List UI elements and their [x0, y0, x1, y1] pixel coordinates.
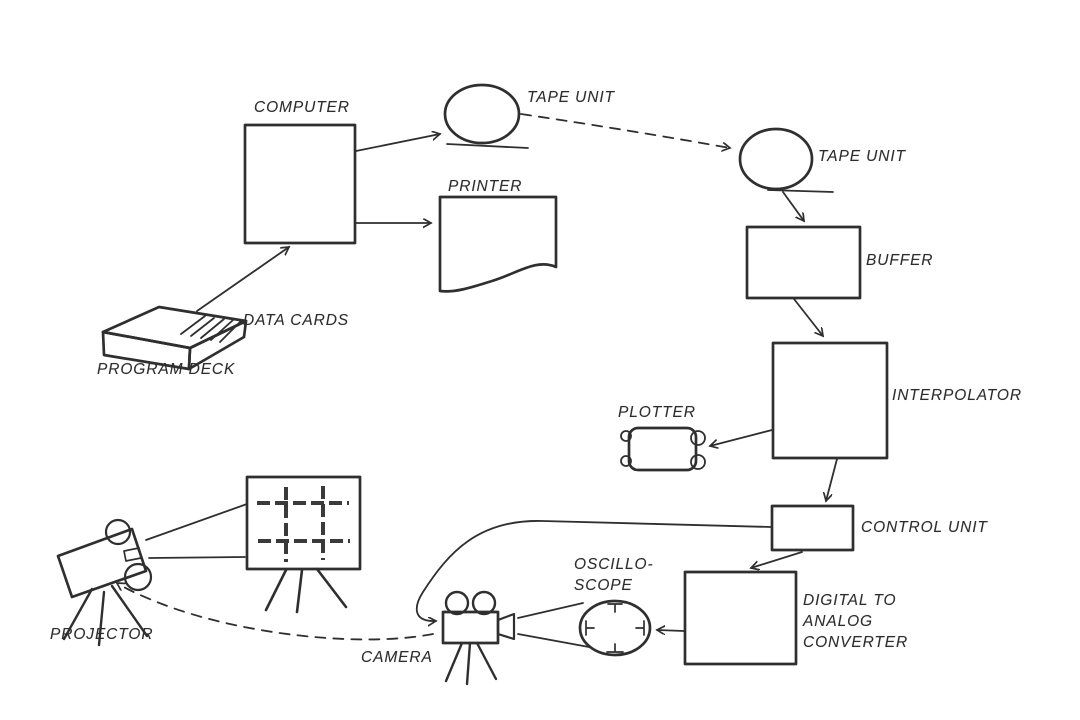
- projector-label: PROJECTOR: [50, 626, 154, 643]
- interpolator-label: INTERPOLATOR: [892, 387, 1022, 404]
- arrow-computer-to-tape1: [355, 134, 440, 152]
- arrow-interpolator-to-plotter: [710, 429, 773, 446]
- camera-lens: [496, 612, 516, 641]
- program-deck-label: PROGRAM DECK: [97, 361, 236, 378]
- easel-legs: [264, 567, 348, 614]
- printer-label: PRINTER: [448, 178, 523, 195]
- oscilloscope-label-line2: SCOPE: [574, 577, 633, 594]
- projector-symbol: [56, 518, 153, 647]
- arrow-tape2-to-buffer: [782, 191, 804, 221]
- cable-control-to-camera: [415, 520, 772, 621]
- dac-box: [683, 570, 798, 666]
- plotter-label: PLOTTER: [618, 404, 696, 421]
- computer-label: COMPUTER: [254, 99, 350, 116]
- oscilloscope-symbol: [578, 599, 652, 657]
- tape-unit-2-label: TAPE UNIT: [818, 148, 906, 165]
- plotter-symbol: [620, 426, 706, 472]
- camera-label: CAMERA: [361, 649, 433, 666]
- projection-beam-lower: [148, 556, 246, 559]
- printer-symbol: [438, 195, 558, 293]
- oscilloscope-label-line1: OSCILLO-: [574, 556, 654, 573]
- crt-calibration-marks: [585, 603, 645, 653]
- projector-reel-bottom: [123, 562, 153, 592]
- camera-sightline-upper: [517, 602, 584, 619]
- arrow-tape1-to-tape2-dashed: [520, 113, 730, 148]
- dac-label-line2: ANALOG: [803, 613, 874, 630]
- screen-grid-pattern: [257, 486, 350, 562]
- projector-tripod: [62, 584, 149, 647]
- camera-tripod: [444, 641, 498, 686]
- control-unit-label: CONTROL UNIT: [861, 519, 988, 536]
- camera-reel-left: [444, 590, 470, 616]
- film-path-camera-to-projector-dashed: [117, 583, 434, 641]
- computer-box: [243, 123, 357, 245]
- projection-beam-upper: [145, 503, 248, 541]
- dac-label-line3: CONVERTER: [803, 634, 909, 651]
- card-edge-stripes: [180, 315, 242, 343]
- program-deck-symbol: [101, 305, 248, 371]
- arrow-deck-to-computer: [196, 247, 289, 312]
- data-cards-label: DATA CARDS: [243, 312, 350, 329]
- tape-unit-2-symbol: [738, 127, 834, 193]
- oscilloscope-label: OSCILLO- SCOPE: [574, 554, 654, 596]
- arrow-control-to-dac: [751, 551, 803, 568]
- control-unit-box: [770, 504, 855, 552]
- tape-1-tail: [446, 143, 529, 149]
- arrow-buffer-to-interpolator: [793, 298, 823, 336]
- projector-film-gate: [123, 547, 142, 562]
- camera-reel-right: [471, 590, 497, 616]
- flow-arrows: [117, 113, 838, 648]
- tape-unit-1-symbol: [443, 83, 529, 149]
- camera-symbol: [441, 590, 516, 686]
- interpolator-box: [771, 341, 889, 460]
- arrow-interpolator-to-control: [826, 458, 838, 501]
- dac-label: DIGITAL TO ANALOG CONVERTER: [803, 590, 908, 653]
- tape-2-tail: [767, 189, 834, 193]
- buffer-box: [745, 225, 862, 300]
- tape-unit-1-label: TAPE UNIT: [527, 89, 615, 106]
- dac-label-line1: DIGITAL TO: [803, 592, 897, 609]
- buffer-label: BUFFER: [866, 252, 934, 269]
- arrow-dac-to-scope: [657, 630, 685, 631]
- projector-reel-top: [104, 518, 132, 546]
- camera-sightline-lower: [517, 633, 590, 648]
- screen-symbol: [245, 475, 362, 614]
